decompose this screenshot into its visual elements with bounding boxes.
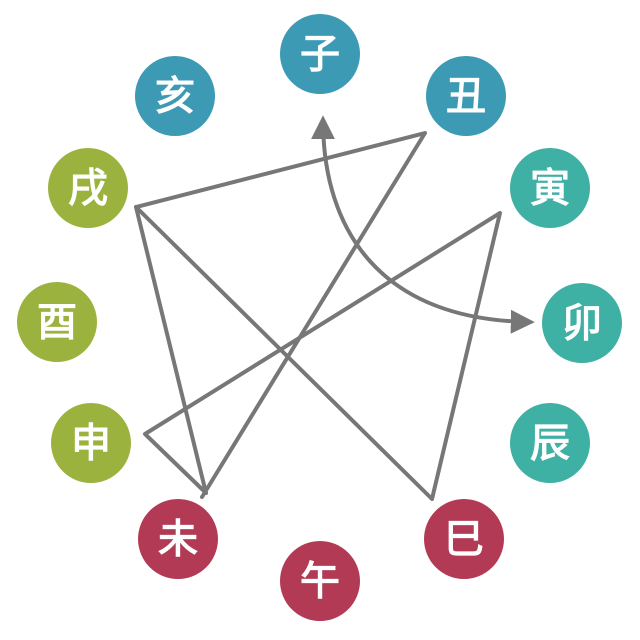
branch-node-wu: 午: [280, 541, 360, 621]
branch-node-shen: 申: [51, 403, 131, 483]
branch-circle: [426, 56, 506, 136]
connector-line-xu-si-shen-yin: [134, 205, 502, 501]
branch-label: 亥: [155, 73, 195, 120]
branch-circle: [48, 148, 128, 228]
arrow-curve-zi-mao: [311, 115, 535, 334]
branch-label: 寅: [530, 165, 570, 212]
branch-label: 午: [300, 558, 340, 605]
branch-circle: [280, 14, 360, 94]
branch-label: 巳: [444, 516, 484, 563]
branch-circle: [510, 403, 590, 483]
branch-node-chou: 丑: [426, 56, 506, 136]
branch-node-si: 巳: [424, 499, 504, 579]
branch-circle: [510, 148, 590, 228]
branch-label: 丑: [446, 73, 486, 120]
branch-circle: [51, 403, 131, 483]
branch-circle: [424, 499, 504, 579]
branch-node-mao: 卯: [542, 283, 622, 363]
connector-line-xu-chou-wei: [134, 131, 427, 499]
branch-label: 卯: [562, 300, 602, 347]
branch-node-wei: 未: [138, 499, 218, 579]
branch-label: 申: [71, 420, 111, 467]
branch-circle: [138, 499, 218, 579]
branch-circle: [17, 282, 97, 362]
branch-node-yin: 寅: [510, 148, 590, 228]
branch-circle: [135, 56, 215, 136]
branch-label: 酉: [37, 299, 77, 346]
branch-node-zi: 子: [280, 14, 360, 94]
branch-circle: [542, 283, 622, 363]
branch-circle: [280, 541, 360, 621]
branch-label: 辰: [530, 420, 570, 467]
branch-label: 子: [300, 31, 340, 78]
branch-node-xu: 戌: [48, 148, 128, 228]
branch-node-chen: 辰: [510, 403, 590, 483]
branch-node-hai: 亥: [135, 56, 215, 136]
branch-label: 戌: [68, 165, 108, 212]
branch-label: 未: [158, 516, 198, 563]
branch-node-you: 酉: [17, 282, 97, 362]
